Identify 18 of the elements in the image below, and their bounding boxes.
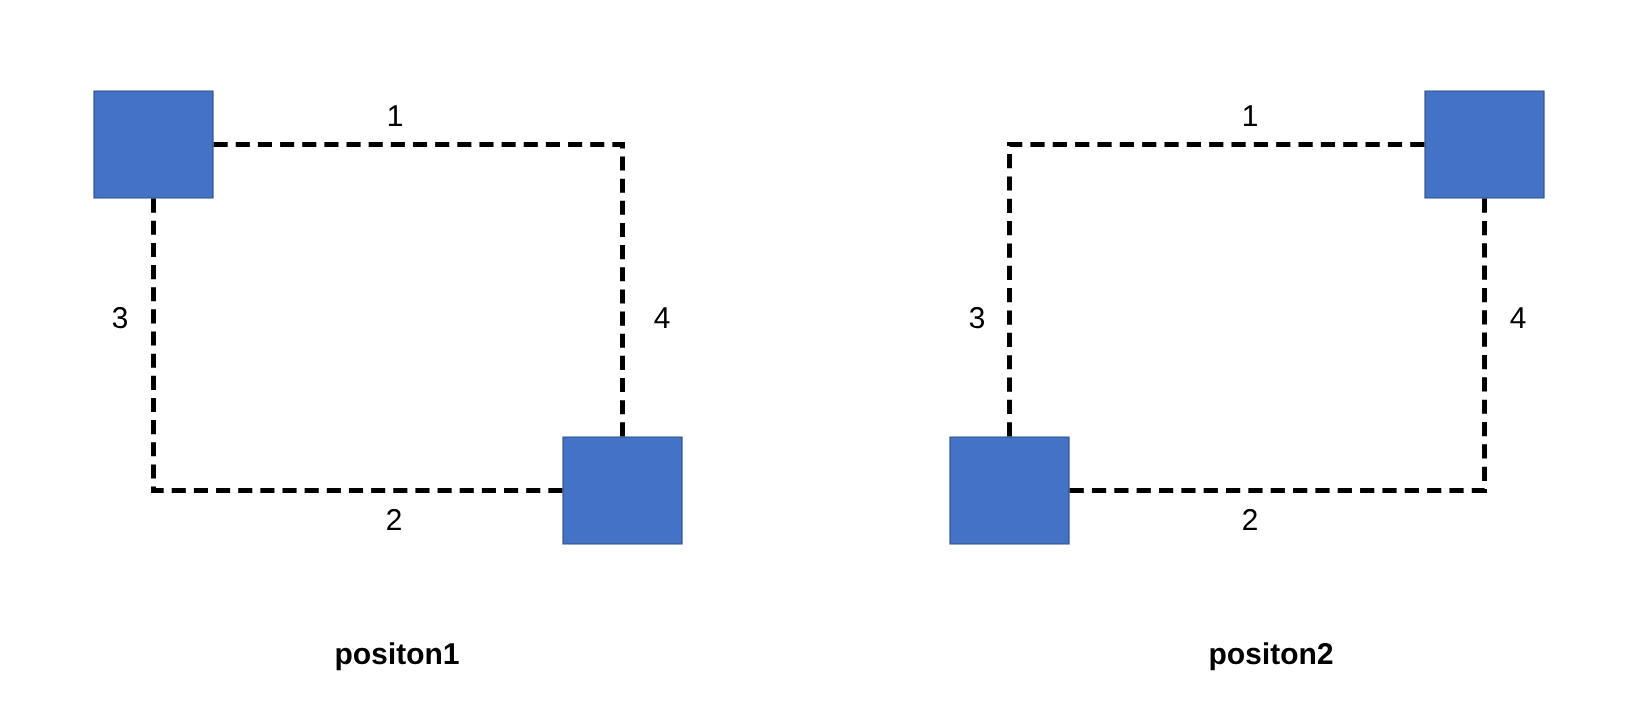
segment-number: 3 bbox=[969, 307, 985, 329]
caption: positon2 bbox=[1210, 642, 1333, 671]
segment-number: 4 bbox=[1510, 307, 1526, 328]
dashed-connector bbox=[1007, 142, 1425, 437]
square-block bbox=[1424, 90, 1545, 199]
caption: positon1 bbox=[336, 642, 459, 671]
square-block bbox=[562, 436, 683, 545]
segment-number: 2 bbox=[1243, 509, 1257, 530]
segment-number: 4 bbox=[654, 307, 670, 328]
segment-number: 3 bbox=[112, 307, 128, 329]
dashed-connector bbox=[213, 142, 625, 437]
segment-number: 1 bbox=[1243, 105, 1257, 126]
segment-number: 2 bbox=[387, 509, 401, 530]
segment-number: 1 bbox=[388, 105, 402, 126]
dashed-connector bbox=[151, 198, 563, 493]
square-block bbox=[93, 90, 214, 199]
square-block bbox=[949, 436, 1070, 545]
dashed-connector bbox=[1069, 198, 1487, 493]
